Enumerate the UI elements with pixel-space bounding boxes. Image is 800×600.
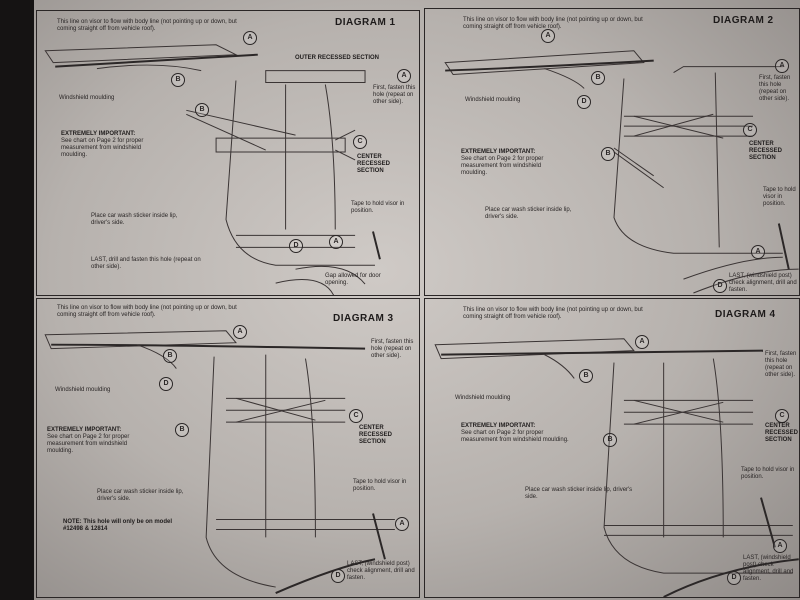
diagram-2-center-label: CENTER RECESSED SECTION (749, 141, 783, 161)
diagram-4-important-title: EXTREMELY IMPORTANT: (461, 423, 536, 429)
diagram-3-callout-a-bottom: A (395, 517, 409, 531)
diagram-3-callout-b-top: B (163, 349, 177, 363)
diagram-4-windshield-label: Windshield moulding (455, 395, 511, 401)
diagram-4-callout-b-top: B (579, 369, 593, 383)
diagram-2-callout-a-bottom: A (751, 245, 765, 259)
diagram-1-important-title: EXTREMELY IMPORTANT: (61, 131, 136, 137)
diagram-1-callout-b-top: B (171, 73, 185, 87)
diagram-1-center-label: CENTER RECESSED SECTION (357, 154, 391, 174)
diagram-4-callout-a-top: A (635, 335, 649, 349)
diagram-3-important-title: EXTREMELY IMPORTANT: (47, 427, 122, 433)
diagram-1-outer-label: OUTER RECESSED SECTION (295, 55, 380, 61)
diagram-2-drawing (444, 50, 799, 294)
diagram-4-drawing (434, 338, 799, 597)
diagram-3-callout-d-bottom: D (331, 569, 345, 583)
instruction-sheet: DIAGRAM 1 This line on visor to flow wit… (34, 0, 800, 600)
diagram-4-callout-b-mid: B (603, 433, 617, 447)
diagram-4-sticker-label: Place car wash sticker inside lip, drive… (525, 487, 633, 500)
diagram-2-callout-a-right: A (775, 59, 789, 73)
diagram-3-important-body: See chart on Page 2 for proper measureme… (47, 434, 130, 454)
diagram-4-first-fasten: First, fasten this hole (repeat on other… (765, 351, 797, 378)
diagram-1-callout-a-bottom: A (329, 235, 343, 249)
diagram-2-callout-b-top: B (591, 71, 605, 85)
diagram-2-tape-label: Tape to hold visor in position. (763, 187, 796, 207)
diagram-2-callout-d-top: D (577, 95, 591, 109)
diagram-3-center-label: CENTER RECESSED SECTION (359, 425, 393, 445)
diagram-1-drawing (44, 44, 381, 295)
diagram-1-callout-d: D (289, 239, 303, 253)
diagram-2-important-body: See chart on Page 2 for proper measureme… (461, 156, 544, 176)
diagram-4-center-label: CENTER RECESSED SECTION (765, 423, 799, 443)
diagram-1-last-label: LAST, drill and fasten this hole (repeat… (91, 257, 201, 270)
diagram-4-callout-c: C (775, 409, 789, 423)
diagram-1-tape-label: Tape to hold visor in position. (351, 201, 405, 214)
diagram-2-callout-c: C (743, 123, 757, 137)
diagram-2-first-fasten: First, fasten this hole (repeat on other… (759, 75, 791, 102)
diagram-3-callout-c: C (349, 409, 363, 423)
diagram-4-top-note: This line on visor to flow with body lin… (463, 307, 643, 320)
diagram-1-title: DIAGRAM 1 (335, 17, 396, 28)
diagram-4-tape-label: Tape to hold visor in position. (741, 467, 795, 480)
diagram-3-tape-label: Tape to hold visor in position. (353, 479, 407, 492)
diagram-3-callout-d-top: D (159, 377, 173, 391)
diagram-2-sticker-label: Place car wash sticker inside lip, drive… (485, 207, 572, 220)
diagram-2-callout-d-bottom: D (713, 279, 727, 293)
diagram-2-last-label: LAST, (windshield post) check alignment,… (729, 273, 797, 293)
diagram-1-callout-a-top: A (243, 31, 257, 45)
diagram-1-top-note: This line on visor to flow with body lin… (57, 19, 237, 32)
diagram-4-callout-a-bottom: A (773, 539, 787, 553)
diagram-3-drawing (44, 330, 395, 594)
diagram-3-title: DIAGRAM 3 (333, 313, 394, 324)
diagram-3-last-label: LAST, (windshield post) check alignment,… (347, 561, 415, 581)
diagram-1-windshield-label: Windshield moulding (59, 95, 115, 101)
diagram-2-important-title: EXTREMELY IMPORTANT: (461, 149, 536, 155)
diagram-1-sticker-label: Place car wash sticker inside lip, drive… (91, 213, 178, 226)
diagram-1-gap-label: Gap allowed for door opening. (325, 273, 381, 286)
diagram-3-panel: DIAGRAM 3 This line on visor to flow wit… (36, 298, 420, 598)
diagram-3-callout-a-top: A (233, 325, 247, 339)
diagram-4-title: DIAGRAM 4 (715, 309, 776, 320)
diagram-1-panel: DIAGRAM 1 This line on visor to flow wit… (36, 10, 420, 296)
diagram-2-top-note: This line on visor to flow with body lin… (463, 17, 643, 30)
diagram-2-callout-a-top: A (541, 29, 555, 43)
diagram-4-last-label: LAST, (windshield post) check alignment,… (743, 555, 794, 582)
diagram-2-panel: DIAGRAM 2 This line on visor to flow wit… (424, 8, 800, 296)
diagram-4-important-body: See chart on Page 2 for proper measureme… (461, 430, 569, 443)
diagram-2-callout-b-mid: B (601, 147, 615, 161)
diagram-4-callout-d: D (727, 571, 741, 585)
diagram-2-title: DIAGRAM 2 (713, 15, 774, 26)
diagram-3-top-note: This line on visor to flow with body lin… (57, 305, 237, 318)
diagram-1-first-fasten: First, fasten this hole (repeat on other… (373, 85, 416, 105)
diagram-3-first-fasten: First, fasten this hole (repeat on other… (371, 339, 414, 359)
diagram-3-sticker-label: Place car wash sticker inside lip, drive… (97, 489, 184, 502)
diagram-2-windshield-label: Windshield moulding (465, 97, 521, 103)
diagram-3-note: NOTE: This hole will only be on model #1… (63, 519, 173, 532)
diagram-1-callout-a-right: A (397, 69, 411, 83)
diagram-1-callout-c: C (353, 135, 367, 149)
diagram-1-callout-b-mid: B (195, 103, 209, 117)
diagram-1-important-body: See chart on Page 2 for proper measureme… (61, 138, 144, 158)
diagram-3-windshield-label: Windshield moulding (55, 387, 111, 393)
diagram-3-callout-b-mid: B (175, 423, 189, 437)
diagram-4-panel: DIAGRAM 4 This line on visor to flow wit… (424, 298, 800, 598)
